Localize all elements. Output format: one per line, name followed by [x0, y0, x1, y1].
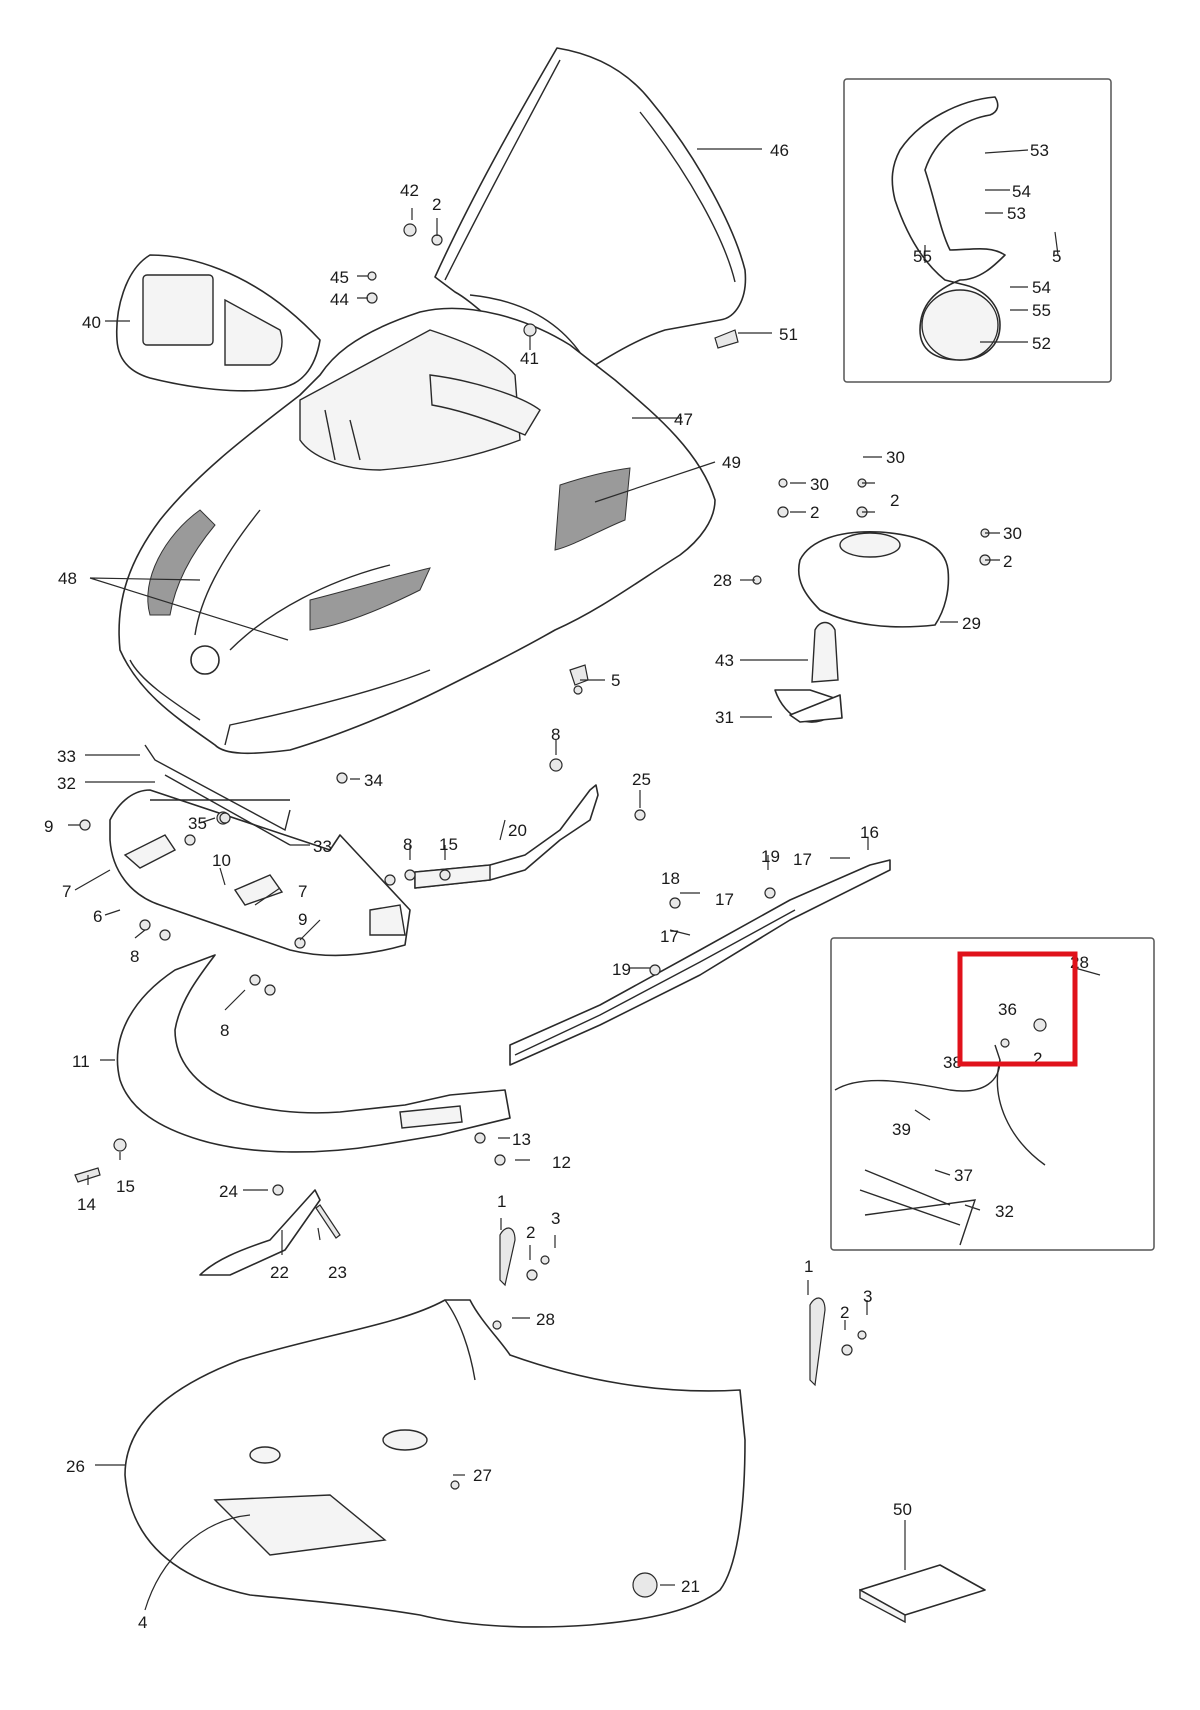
callout-16: 16 [860, 823, 879, 842]
callout-9-a: 9 [44, 817, 53, 836]
callout-9-b: 9 [298, 910, 307, 929]
callout-41: 41 [520, 349, 539, 368]
callout-48: 48 [58, 569, 77, 588]
callout-14: 14 [77, 1195, 96, 1214]
callout-54-a: 54 [1012, 182, 1031, 201]
bracket-20 [414, 784, 599, 889]
cover-29 [798, 530, 950, 628]
callout-32-a: 32 [57, 774, 76, 793]
callout-23: 23 [328, 1263, 347, 1282]
callout-3-b: 3 [863, 1287, 872, 1306]
callout-15-b: 15 [116, 1177, 135, 1196]
inset-box-air-intake [843, 78, 1112, 383]
callout-33-b: 33 [313, 837, 332, 856]
callout-38: 38 [943, 1053, 962, 1072]
callout-53-a: 53 [1030, 141, 1049, 160]
callout-50: 50 [893, 1500, 912, 1519]
callout-51: 51 [779, 325, 798, 344]
callout-15-a: 15 [439, 835, 458, 854]
callout-21: 21 [681, 1577, 700, 1596]
grommet-31 [774, 621, 843, 723]
bumper-11 [116, 954, 511, 1153]
highlight-box [957, 951, 1078, 1067]
callout-13: 13 [512, 1130, 531, 1149]
callout-3-a: 3 [551, 1209, 560, 1228]
callout-6: 6 [93, 907, 102, 926]
inset-box-cable [830, 937, 1155, 1251]
callout-36: 36 [998, 1000, 1017, 1019]
callout-30-c: 30 [1003, 524, 1022, 543]
callout-19-a: 19 [761, 847, 780, 866]
callout-45: 45 [330, 268, 349, 287]
callout-31: 31 [715, 708, 734, 727]
callout-55-a: 55 [913, 247, 932, 266]
callout-2-top: 2 [432, 195, 441, 214]
callout-8-d: 8 [220, 1021, 229, 1040]
callout-28-c: 28 [536, 1310, 555, 1329]
callout-20: 20 [508, 821, 527, 840]
callout-30-b: 30 [810, 475, 829, 494]
callout-17-b: 17 [715, 890, 734, 909]
callout-24: 24 [219, 1182, 238, 1201]
callout-29: 29 [962, 614, 981, 633]
callout-30-a: 30 [886, 448, 905, 467]
callout-37: 37 [954, 1166, 973, 1185]
callout-27: 27 [473, 1466, 492, 1485]
callout-35: 35 [188, 814, 207, 833]
bracket-assembly [109, 744, 411, 957]
callout-1-a: 1 [497, 1192, 506, 1211]
callout-1-b: 1 [804, 1257, 813, 1276]
manual-50 [859, 1564, 986, 1624]
callout-5-inset: 5 [1052, 247, 1061, 266]
callout-7-b: 7 [298, 882, 307, 901]
callout-labels: 46 42 2 45 44 40 41 51 47 49 48 5 53 54 … [44, 141, 1089, 1632]
callout-17-a: 17 [793, 850, 812, 869]
callout-43: 43 [715, 651, 734, 670]
callout-2-c: 2 [890, 491, 899, 510]
callout-2-f: 2 [526, 1223, 535, 1242]
callout-4: 4 [138, 1613, 147, 1632]
hood [118, 307, 716, 755]
callout-8-a: 8 [551, 725, 560, 744]
callout-7-a: 7 [62, 882, 71, 901]
callout-18: 18 [661, 869, 680, 888]
callout-19-b: 19 [612, 960, 631, 979]
callout-17-c: 17 [660, 927, 679, 946]
callout-34: 34 [364, 771, 383, 790]
callout-40: 40 [82, 313, 101, 332]
callout-2-e: 2 [1033, 1049, 1042, 1068]
callout-44: 44 [330, 290, 349, 309]
callout-53-b: 53 [1007, 204, 1026, 223]
callout-25: 25 [632, 770, 651, 789]
rail-16 [509, 859, 891, 1066]
callout-8-b: 8 [403, 835, 412, 854]
belly-pan-26 [124, 1299, 746, 1628]
callout-52: 52 [1032, 334, 1051, 353]
callout-47: 47 [674, 410, 693, 429]
callout-10: 10 [212, 851, 231, 870]
callout-11: 11 [72, 1052, 90, 1071]
callout-39: 39 [892, 1120, 911, 1139]
hardware [74, 223, 1047, 1598]
callout-46: 46 [770, 141, 789, 160]
callout-49: 49 [722, 453, 741, 472]
callout-2-d: 2 [1003, 552, 1012, 571]
callout-26: 26 [66, 1457, 85, 1476]
bracket-22 [199, 1189, 321, 1276]
callout-42: 42 [400, 181, 419, 200]
callout-2-b: 2 [810, 503, 819, 522]
callout-28-a: 28 [713, 571, 732, 590]
callout-22: 22 [270, 1263, 289, 1282]
callout-12: 12 [552, 1153, 571, 1172]
callout-32-b: 32 [995, 1202, 1014, 1221]
callout-2-g: 2 [840, 1303, 849, 1322]
callout-5-hood: 5 [611, 671, 620, 690]
callout-54-b: 54 [1032, 278, 1051, 297]
instrument-frame [115, 254, 321, 392]
callout-8-c: 8 [130, 947, 139, 966]
callout-33-a: 33 [57, 747, 76, 766]
leader-lines [68, 148, 1101, 1611]
callout-55-b: 55 [1032, 301, 1051, 320]
